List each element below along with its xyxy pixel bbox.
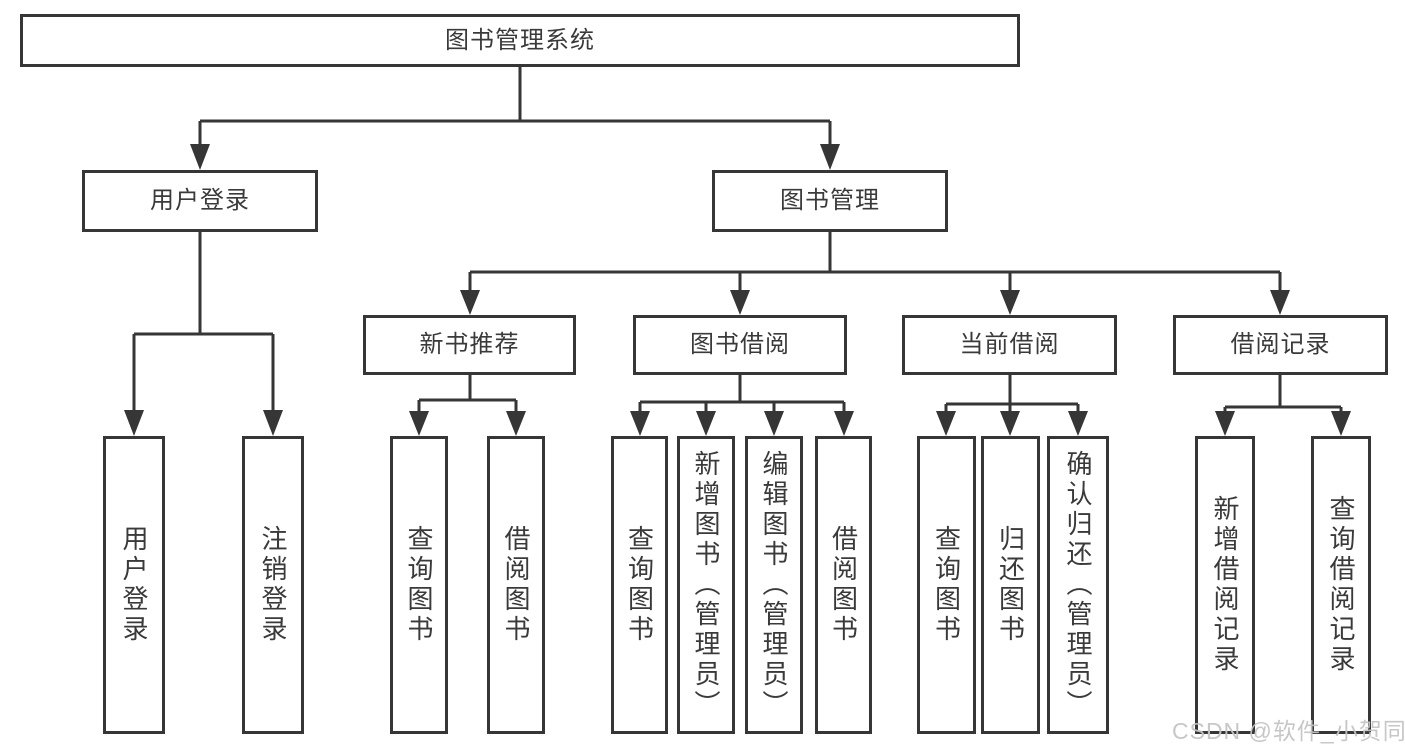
leaf-label: 用户登录 [119, 525, 149, 645]
leaf-label: 归还图书 [995, 525, 1026, 645]
leaf-label: 查询图书 [624, 525, 655, 645]
leaf-add-books-admin: 新增图书（管理员） [677, 436, 735, 734]
connector-arrowheads [124, 144, 1351, 436]
node-library-management-system: 图书管理系统 [20, 14, 1020, 67]
leaf-return-books: 归还图书 [981, 436, 1040, 734]
leaf-label: 新增借阅记录 [1210, 495, 1240, 675]
node-label: 用户登录 [150, 187, 250, 214]
connector-lines [132, 67, 1343, 414]
csdn-watermark: CSDN @软件_小贺同学 [1172, 718, 1405, 744]
leaf-add-borrow-record: 新增借阅记录 [1195, 436, 1255, 734]
node-label: 图书管理系统 [445, 26, 595, 54]
node-label: 新书推荐 [419, 331, 520, 358]
leaf-label: 查询借阅记录 [1326, 495, 1356, 675]
node-book-management: 图书管理 [712, 170, 948, 232]
leaf-borrow-books-recommend: 借阅图书 [487, 436, 545, 734]
leaf-logout: 注销登录 [242, 436, 304, 734]
node-label: 图书借阅 [690, 331, 790, 358]
leaf-query-books-current: 查询图书 [917, 436, 976, 734]
leaf-user-login: 用户登录 [103, 436, 165, 734]
leaf-confirm-return-admin: 确认归还（管理员） [1047, 436, 1109, 734]
leaf-label: 查询图书 [404, 525, 434, 645]
leaf-query-books-borrowing: 查询图书 [611, 436, 668, 734]
node-new-book-recommendation: 新书推荐 [363, 315, 576, 375]
node-label: 当前借阅 [959, 331, 1060, 358]
leaf-label: 确认归还（管理员） [1063, 450, 1093, 720]
node-current-borrowing: 当前借阅 [902, 315, 1117, 375]
node-label: 图书管理 [780, 187, 880, 214]
leaf-edit-books-admin: 编辑图书（管理员） [745, 436, 803, 734]
node-book-borrowing: 图书借阅 [633, 315, 847, 375]
leaf-borrow-books-borrowing: 借阅图书 [815, 436, 872, 734]
leaf-label: 注销登录 [258, 525, 288, 645]
leaf-label: 新增图书（管理员） [691, 450, 721, 720]
node-label: 借阅记录 [1230, 331, 1331, 358]
leaf-query-borrow-record: 查询借阅记录 [1311, 436, 1371, 734]
node-borrowing-records: 借阅记录 [1173, 315, 1388, 375]
node-user-login: 用户登录 [82, 170, 318, 232]
leaf-label: 借阅图书 [501, 525, 531, 645]
leaf-label: 查询图书 [931, 525, 962, 645]
leaf-label: 借阅图书 [828, 525, 859, 645]
leaf-label: 编辑图书（管理员） [759, 450, 789, 720]
leaf-query-books-recommend: 查询图书 [390, 436, 448, 734]
